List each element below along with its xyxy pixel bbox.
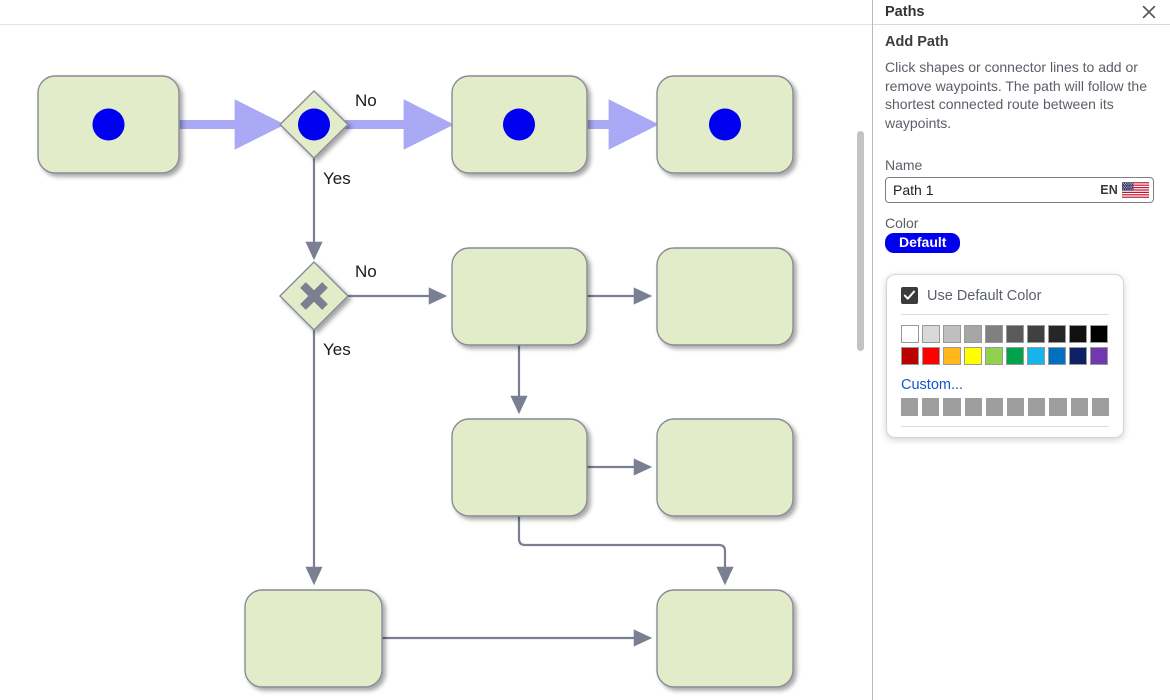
close-icon[interactable] bbox=[1140, 3, 1158, 21]
canvas-top-divider bbox=[0, 24, 872, 25]
custom-swatch-9[interactable] bbox=[1091, 398, 1110, 416]
custom-swatch-5[interactable] bbox=[1007, 398, 1025, 416]
swatch-grey-6[interactable] bbox=[1027, 325, 1045, 343]
edge-label-layer: No Yes No Yes bbox=[323, 91, 377, 359]
swatch-grey-2[interactable] bbox=[943, 325, 961, 343]
shape-node-n10[interactable] bbox=[244, 589, 383, 688]
diagram-canvas[interactable]: No Yes No Yes bbox=[0, 0, 872, 700]
swatch-color-7[interactable] bbox=[1048, 347, 1066, 365]
swatch-color-3[interactable] bbox=[964, 347, 982, 365]
palette-row-colors bbox=[901, 347, 1109, 365]
custom-swatch-6[interactable] bbox=[1028, 398, 1046, 416]
panel-body: Add Path Click shapes or connector lines… bbox=[873, 25, 1170, 254]
canvas-scrollbar[interactable] bbox=[857, 25, 868, 700]
custom-color-link[interactable]: Custom... bbox=[901, 377, 964, 393]
popup-divider-top bbox=[901, 314, 1109, 315]
custom-swatch-2[interactable] bbox=[943, 398, 961, 416]
swatch-color-0[interactable] bbox=[901, 347, 919, 365]
edge-label-yes-1: Yes bbox=[323, 169, 351, 188]
swatch-grey-3[interactable] bbox=[964, 325, 982, 343]
custom-swatch-row bbox=[901, 398, 1110, 416]
connector-n8-n11[interactable] bbox=[517, 516, 734, 586]
swatch-grey-5[interactable] bbox=[1006, 325, 1024, 343]
use-default-color-checkbox[interactable] bbox=[901, 287, 918, 304]
shape-layer bbox=[37, 75, 794, 688]
shape-node-n9[interactable] bbox=[656, 418, 794, 517]
swatch-color-1[interactable] bbox=[922, 347, 940, 365]
popup-divider-bottom bbox=[901, 426, 1109, 427]
shape-node-n8[interactable] bbox=[451, 418, 588, 517]
panel-title: Paths bbox=[885, 3, 925, 20]
shape-node-n4[interactable] bbox=[656, 75, 794, 174]
waypoint-marker[interactable] bbox=[503, 108, 535, 141]
flowchart-diagram[interactable]: No Yes No Yes bbox=[0, 0, 872, 700]
connector-layer bbox=[179, 99, 734, 647]
shape-node-n1[interactable] bbox=[37, 75, 180, 174]
shape-node-n7[interactable] bbox=[656, 247, 794, 346]
swatch-color-2[interactable] bbox=[943, 347, 961, 365]
swatch-grey-7[interactable] bbox=[1048, 325, 1066, 343]
swatch-color-5[interactable] bbox=[1006, 347, 1024, 365]
add-path-heading: Add Path bbox=[885, 34, 949, 50]
swatch-color-8[interactable] bbox=[1069, 347, 1087, 365]
cross-icon bbox=[300, 282, 328, 310]
palette-row-greys bbox=[901, 325, 1109, 343]
shape-node-n5[interactable] bbox=[279, 261, 349, 331]
use-default-color-label: Use Default Color bbox=[927, 287, 1042, 304]
swatch-color-9[interactable] bbox=[1090, 347, 1108, 365]
color-label: Color bbox=[885, 215, 919, 232]
waypoint-marker[interactable] bbox=[709, 108, 741, 141]
swatch-grey-1[interactable] bbox=[922, 325, 940, 343]
name-input[interactable] bbox=[893, 182, 1101, 199]
default-color-badge[interactable]: Default bbox=[885, 233, 961, 254]
use-default-color-row[interactable]: Use Default Color bbox=[901, 287, 1109, 304]
custom-swatch-1[interactable] bbox=[922, 398, 940, 416]
swatch-color-4[interactable] bbox=[985, 347, 1003, 365]
swatch-grey-4[interactable] bbox=[985, 325, 1003, 343]
swatch-grey-9[interactable] bbox=[1090, 325, 1108, 343]
shape-node-n2[interactable] bbox=[279, 90, 349, 159]
language-tag: EN bbox=[1100, 183, 1118, 198]
canvas-scrollbar-thumb[interactable] bbox=[857, 131, 864, 351]
add-path-description: Click shapes or connector lines to add o… bbox=[885, 59, 1147, 131]
custom-swatch-4[interactable] bbox=[985, 398, 1004, 416]
name-label: Name bbox=[885, 157, 923, 174]
panel-header: Paths bbox=[873, 0, 1170, 25]
paths-panel: Paths Add Path Click shapes or connector… bbox=[872, 0, 1170, 700]
edge-label-no-1: No bbox=[355, 91, 377, 110]
waypoint-marker[interactable] bbox=[92, 108, 125, 141]
waypoint-marker[interactable] bbox=[298, 108, 330, 141]
custom-swatch-3[interactable] bbox=[964, 398, 982, 416]
custom-swatch-0[interactable] bbox=[901, 398, 919, 416]
name-input-wrapper[interactable]: EN bbox=[885, 177, 1154, 204]
edge-label-yes-2: Yes bbox=[323, 340, 351, 359]
us-flag-icon[interactable] bbox=[1122, 182, 1149, 199]
shape-node-n3[interactable] bbox=[451, 75, 588, 174]
shape-node-n11[interactable] bbox=[656, 589, 794, 688]
swatch-color-6[interactable] bbox=[1027, 347, 1045, 365]
edge-label-no-2: No bbox=[355, 262, 377, 281]
shape-node-n6[interactable] bbox=[451, 247, 588, 346]
custom-swatch-8[interactable] bbox=[1070, 398, 1088, 416]
color-picker-popup: Use Default Color bbox=[886, 274, 1124, 438]
swatch-grey-0[interactable] bbox=[901, 325, 919, 343]
swatch-grey-8[interactable] bbox=[1069, 325, 1087, 343]
custom-swatch-7[interactable] bbox=[1049, 398, 1067, 416]
